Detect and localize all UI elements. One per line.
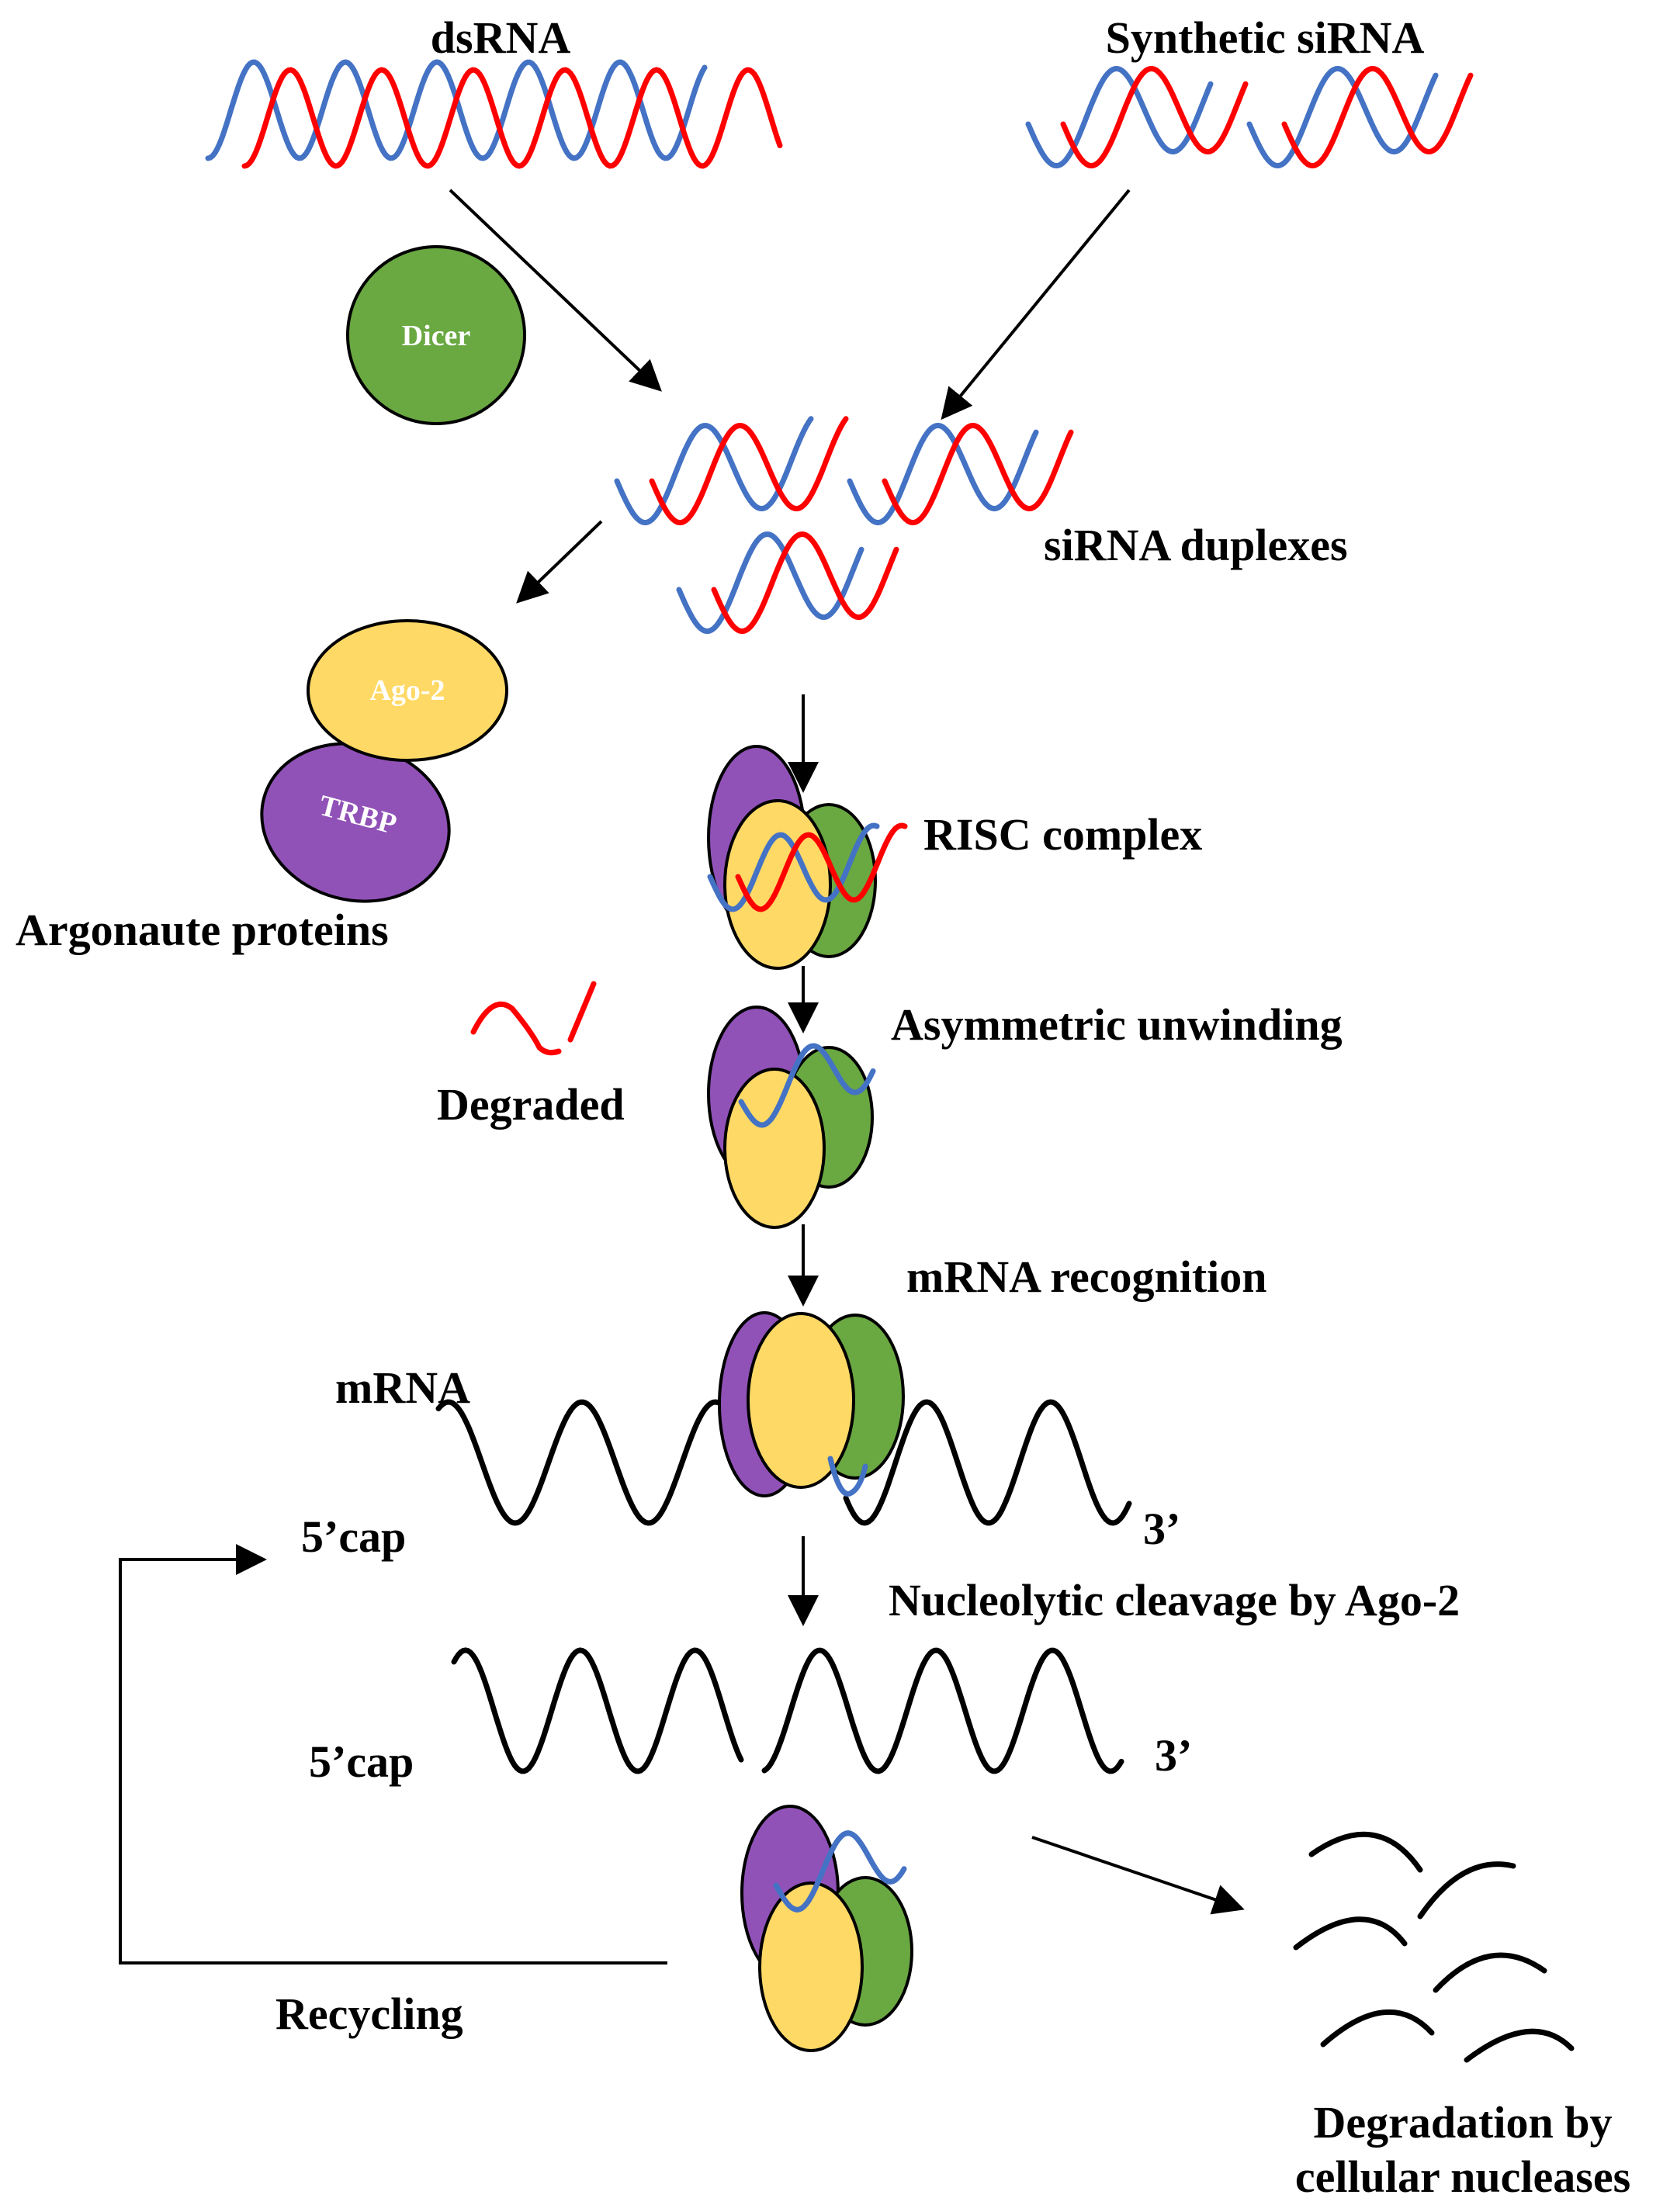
degraded-passenger-strand [470,981,597,1056]
dsrna-red-strand [241,67,783,169]
sirna-duplex-3 [676,531,899,635]
synthetic-sirna-label: Synthetic siRNA [1106,12,1425,63]
recognition-complex [718,1311,905,1497]
mrna-fragments [1293,1831,1575,2063]
guide-strand [738,1043,876,1128]
degraded-red-strand [470,981,597,1056]
ago2-label: Ago-2 [369,674,445,707]
sirna-duplex-1 [614,416,849,526]
risc-complex [707,745,908,970]
dsrna-to-duplex-arrow [449,189,662,392]
passenger-strand [735,822,908,912]
guide-strand [1025,65,1214,169]
ago2-protein [307,619,508,762]
synthetic-to-duplex-arrow [941,189,1131,421]
complex-to-degradation-arrow [1031,1836,1245,1915]
guide-strand [773,1830,907,1913]
argonaute-proteins-label: Argonaute proteins [16,905,389,955]
three-prime-label-1: 3’ [1143,1504,1180,1554]
recycled-risc-complex [740,1805,913,2052]
three-prime-label-2: 3’ [1155,1730,1192,1781]
cleavage-label: Nucleolytic cleavage by Ago-2 [889,1575,1460,1625]
passenger-strand [1281,65,1474,169]
cleaved-mrna-3prime-fragment [761,1647,1124,1774]
recycling-arrow [119,1544,667,1964]
guide-strand [847,422,1039,526]
degradation-label-line2: cellular nucleases [1295,2151,1630,2202]
unwinding-complex [707,1006,876,1229]
dicer-label: Dicer [402,320,471,352]
dsrna-label: dsRNA [431,12,571,63]
degradation-label-line1: Degradation by [1313,2097,1612,2148]
risc-complex-label: RISC complex [923,809,1202,860]
mrna-label: mRNA [335,1362,470,1413]
passenger-strand [882,422,1074,526]
sirna-duplex-2 [847,422,1074,526]
dsrna-strands [205,59,783,169]
synthetic-sirna-duplex-2 [1246,65,1474,169]
five-cap-label-1: 5’cap [301,1511,406,1562]
sirna-duplexes-label: siRNA duplexes [1044,520,1348,570]
guide-strand [1246,65,1439,169]
guide-strand [676,531,864,635]
guide-strand-bound [827,1456,868,1497]
degraded-label: Degraded [437,1079,625,1130]
asymmetric-unwinding-label: Asymmetric unwinding [891,999,1343,1050]
duplex-to-argonaute-arrow [516,520,603,604]
cleaved-mrna-5prime-fragment [451,1647,744,1774]
passenger-strand [711,531,899,635]
passenger-strand [1060,65,1249,169]
mrna-recognition-label: mRNA recognition [906,1251,1267,1302]
argonaute-proteins-group: TRBP Ago-2 [260,619,508,903]
synthetic-sirna-duplex-1 [1025,65,1249,169]
recycling-label: Recycling [275,1989,463,2039]
passenger-strand [649,416,849,526]
five-cap-label-2: 5’cap [309,1736,414,1787]
dicer-protein: Dicer [346,245,526,425]
mrna-strand [435,1399,1132,1526]
